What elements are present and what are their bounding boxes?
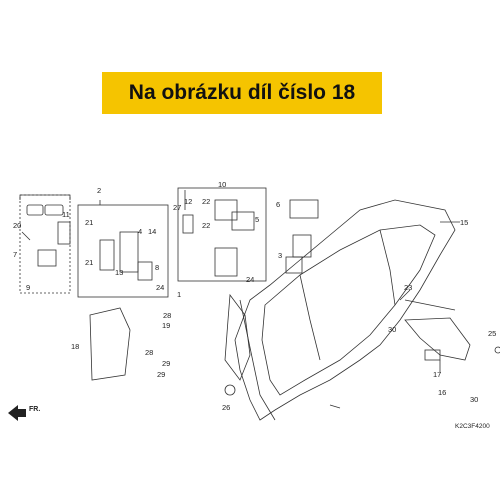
callout-6: 6: [276, 200, 280, 209]
callout-30b: 30: [470, 395, 478, 404]
group-box-1: [177, 187, 267, 282]
callout-20: 20: [13, 221, 21, 230]
callout-7: 7: [13, 250, 17, 259]
banner-text: Na obrázku díl číslo 18: [128, 81, 356, 104]
callout-21b: 21: [85, 258, 93, 267]
callout-26: 26: [222, 403, 230, 412]
callout-30a: 30: [388, 325, 396, 334]
callout-23: 23: [404, 283, 412, 292]
callout-2: 2: [97, 186, 101, 195]
callout-24b: 24: [246, 275, 254, 284]
callout-17: 17: [433, 370, 441, 379]
callout-5: 5: [255, 215, 259, 224]
fr-label: FR.: [29, 406, 40, 413]
callout-16: 16: [438, 388, 446, 397]
callout-21a: 21: [85, 218, 93, 227]
callout-27: 27: [173, 203, 181, 212]
callout-18: 18: [71, 342, 79, 351]
title-banner: Na obrázku díl číslo 18: [102, 72, 382, 114]
callout-9: 9: [26, 283, 30, 292]
callout-15: 15: [460, 218, 468, 227]
callout-22b: 22: [202, 221, 210, 230]
diagram-code: K2C3F4200: [455, 423, 490, 430]
callout-28b: 28: [145, 348, 153, 357]
callout-8: 8: [155, 263, 159, 272]
group-box-2: [77, 204, 169, 298]
main-frame: [234, 199, 456, 421]
callout-13: 13: [115, 268, 123, 277]
callout-1: 1: [177, 290, 181, 299]
callout-3: 3: [278, 251, 282, 260]
callout-14: 14: [148, 227, 156, 236]
callout-24a: 24: [156, 283, 164, 292]
callout-10: 10: [218, 180, 226, 189]
callout-11: 11: [62, 210, 70, 219]
callout-19: 19: [162, 321, 170, 330]
callout-25: 25: [488, 329, 496, 338]
group-box-left-frame: [19, 194, 71, 294]
callout-29a: 29: [162, 359, 170, 368]
callout-29b: 29: [157, 370, 165, 379]
callout-28a: 28: [163, 311, 171, 320]
fr-arrow-icon: [8, 405, 26, 421]
callout-4: 4: [138, 227, 142, 236]
group-box-left: [19, 194, 71, 200]
callout-22a: 22: [202, 197, 210, 206]
callout-12: 12: [184, 197, 192, 206]
